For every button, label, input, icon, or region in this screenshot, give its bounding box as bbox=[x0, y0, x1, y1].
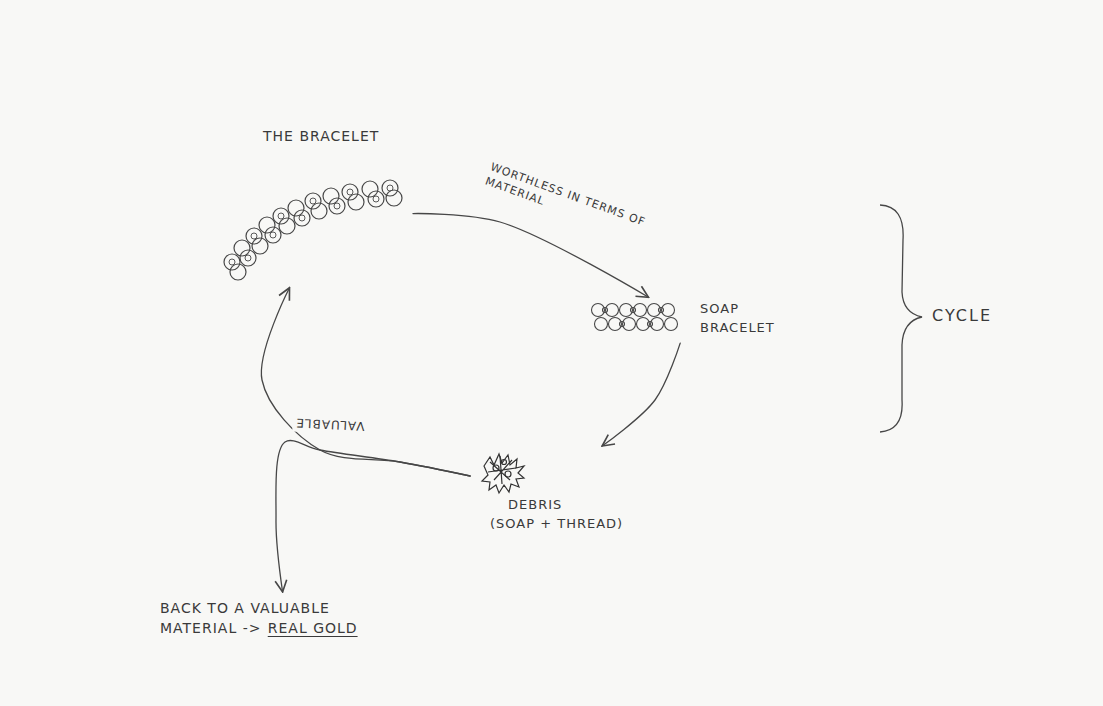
cycle-bracket bbox=[880, 205, 922, 432]
cycle-arrow bbox=[276, 440, 470, 592]
edge-label: WORTHLESS IN TERMS OF MATERIAL bbox=[480, 158, 657, 249]
bracelet-drawing bbox=[224, 180, 402, 280]
node-heading: THE BRACELET bbox=[222, 126, 407, 146]
cycle-arrow bbox=[261, 288, 470, 476]
node-heading: DEBRIS bbox=[476, 496, 623, 515]
debris-drawing bbox=[482, 454, 524, 493]
caption-node: BACK TO A VALUABLE MATERIAL ->REAL GOLD bbox=[160, 598, 410, 639]
caption-node: DEBRIS(SOAP + THREAD) bbox=[476, 450, 623, 534]
caption-node: SOAP BRACELET bbox=[590, 300, 792, 338]
caption-node: THE BRACELET bbox=[222, 126, 407, 282]
emphasis-text: REAL GOLD bbox=[268, 620, 358, 636]
edge-label: VALUABLE bbox=[292, 413, 368, 436]
cycle-label: CYCLE bbox=[932, 306, 992, 325]
soap-bracelet-drawing bbox=[592, 304, 678, 331]
node-label: SOAP BRACELET bbox=[700, 300, 792, 338]
cycle-arrow bbox=[602, 343, 680, 446]
node-body: (SOAP + THREAD) bbox=[476, 515, 623, 534]
